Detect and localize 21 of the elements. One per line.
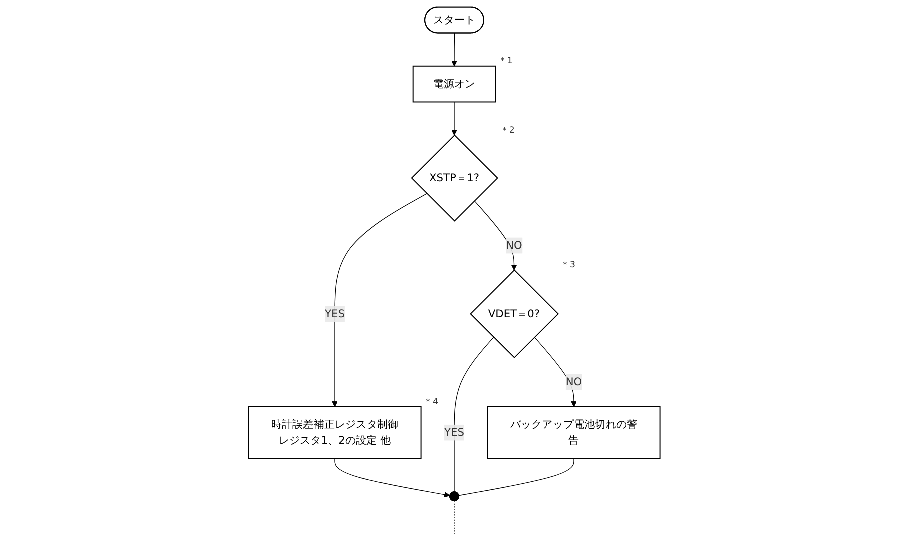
node-box: 電源オン	[412, 66, 496, 103]
arrow	[332, 193, 428, 408]
note-mark: ＊4	[424, 397, 438, 408]
arrow	[334, 458, 450, 498]
connector	[458, 458, 574, 496]
edge-label: NO	[506, 239, 522, 252]
node-diamond: XSTP＝1?	[411, 134, 498, 222]
edge-label: YES	[325, 307, 345, 320]
node-box: 時計誤差補正レジスタ制御レジスタ1、2の設定 他	[248, 406, 422, 460]
note-mark: ＊1	[498, 56, 513, 67]
note-mark: ＊3	[561, 260, 576, 271]
node-box: バックアップ電池切れの警告	[487, 406, 661, 460]
edge-label: YES	[444, 426, 464, 439]
connector	[454, 337, 494, 492]
arrow	[452, 102, 458, 136]
arrow	[452, 33, 458, 67]
arrow	[534, 337, 577, 408]
connector	[454, 500, 455, 535]
note-mark: ＊2	[500, 126, 515, 136]
edge-label: NO	[566, 376, 582, 388]
node-diamond: VDET＝0?	[470, 270, 560, 359]
